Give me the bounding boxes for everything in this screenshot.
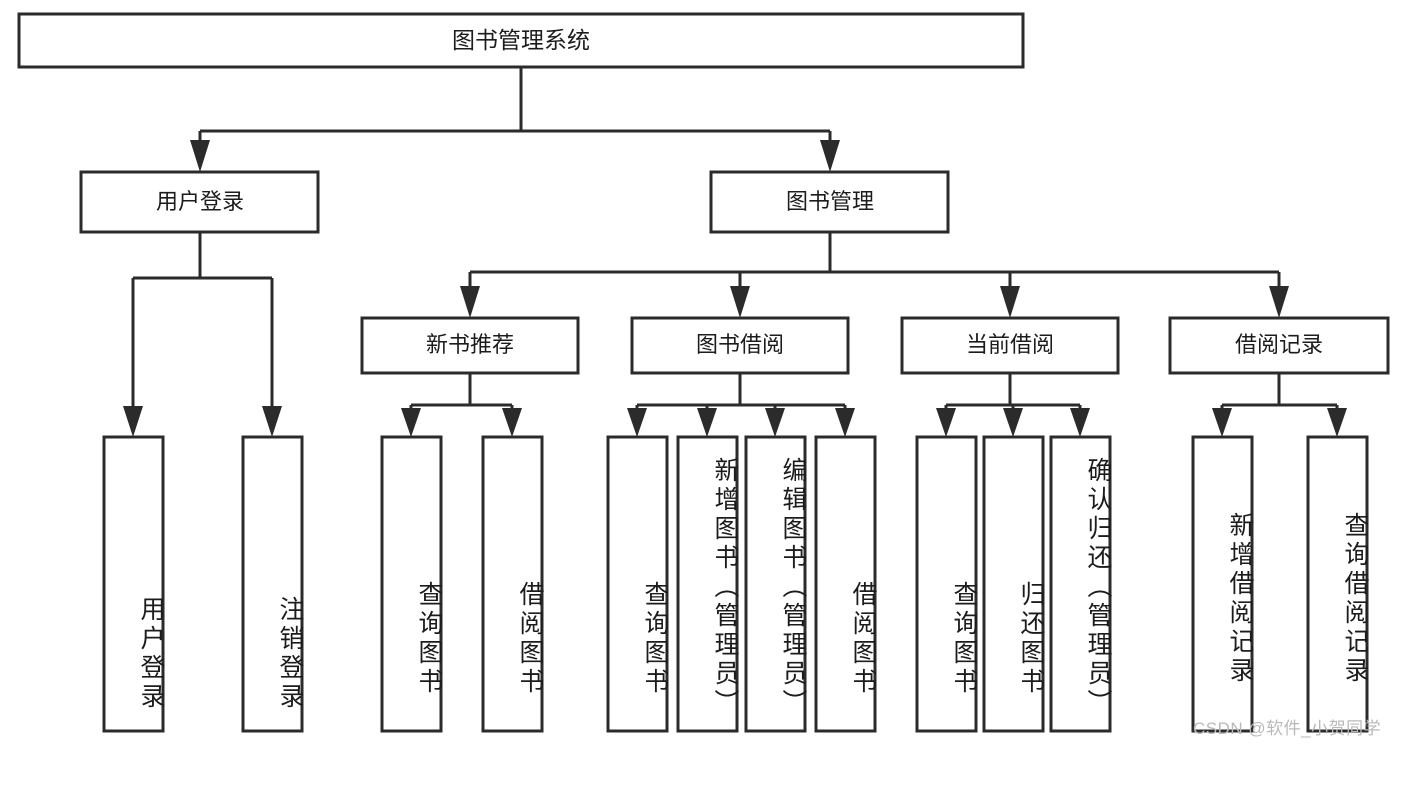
node-borrow-record-box[interactable]	[1168, 316, 1390, 375]
leaf-new-book-2-box[interactable]	[481, 435, 544, 733]
arrow-to-new-book	[460, 286, 480, 318]
nodes-layer: 图书管理系统 用户登录 图书管理 新书推荐 图书借阅 当前借阅 借阅记录	[17, 12, 1390, 733]
leaf-borrow-record-2-box[interactable]	[1306, 435, 1369, 733]
node-user-login-label: 用户登录	[156, 189, 244, 214]
flowchart-svg: 图书管理系统 用户登录 图书管理 新书推荐 图书借阅 当前借阅 借阅记录	[17, 12, 1390, 733]
node-root-label: 图书管理系统	[452, 27, 590, 53]
arrow-borrowrecord-leaf-2	[1327, 408, 1347, 437]
arrow-bookborrow-leaf-4	[835, 408, 855, 437]
leaf-current-borrow-3-box[interactable]	[1049, 435, 1112, 733]
node-current-borrow-label: 当前借阅	[966, 332, 1054, 357]
edges-layer	[123, 67, 1347, 437]
csdn-watermark: CSDN @软件_小贺同学	[1193, 719, 1382, 738]
leaf-book-borrow-4-box[interactable]	[814, 435, 877, 733]
node-user-login-box[interactable]	[79, 170, 320, 234]
leaf-user-login-2-box[interactable]	[241, 435, 304, 733]
arrow-currentborrow-leaf-1	[936, 408, 956, 437]
arrow-bookborrow-leaf-3	[765, 408, 785, 437]
leaf-book-borrow-3-box[interactable]	[744, 435, 807, 733]
node-book-borrow-box[interactable]	[630, 316, 850, 375]
arrow-to-book-borrow	[730, 286, 750, 318]
node-book-management-label: 图书管理	[786, 189, 874, 214]
arrow-to-borrow-record	[1269, 286, 1289, 318]
node-current-borrow-box[interactable]	[900, 316, 1120, 375]
arrow-to-user-login	[190, 140, 210, 172]
arrow-bookborrow-leaf-1	[627, 408, 647, 437]
node-new-book-recommend-label: 新书推荐	[426, 332, 514, 357]
node-borrow-record-label: 借阅记录	[1235, 332, 1323, 357]
arrow-userlogin-leaf-2	[262, 406, 282, 437]
arrow-currentborrow-leaf-2	[1003, 408, 1023, 437]
arrow-newbook-leaf-1	[401, 408, 421, 437]
arrow-to-current-borrow	[1000, 286, 1020, 318]
leaf-user-login-1-box[interactable]	[102, 435, 165, 733]
leaf-current-borrow-2-box[interactable]	[982, 435, 1045, 733]
arrow-newbook-leaf-2	[502, 408, 522, 437]
leaf-new-book-1-box[interactable]	[380, 435, 443, 733]
leaf-book-borrow-1-box[interactable]	[606, 435, 669, 733]
node-root-box[interactable]	[17, 12, 1025, 69]
arrow-currentborrow-leaf-3	[1070, 408, 1090, 437]
leaf-current-borrow-1-box[interactable]	[915, 435, 978, 733]
node-book-management-box[interactable]	[709, 170, 950, 234]
arrow-borrowrecord-leaf-1	[1212, 408, 1232, 437]
arrow-to-book-mgmt	[820, 140, 840, 172]
leaf-borrow-record-1-box[interactable]	[1191, 435, 1254, 733]
node-book-borrow-label: 图书借阅	[696, 332, 784, 357]
node-new-book-recommend-box[interactable]	[360, 316, 580, 375]
leaf-book-borrow-2-box[interactable]	[676, 435, 739, 733]
arrow-userlogin-leaf-1	[123, 406, 143, 437]
arrow-bookborrow-leaf-2	[697, 408, 717, 437]
diagram-canvas: 图书管理系统 用户登录 图书管理 新书推荐 图书借阅 当前借阅 借阅记录	[17, 12, 1390, 738]
